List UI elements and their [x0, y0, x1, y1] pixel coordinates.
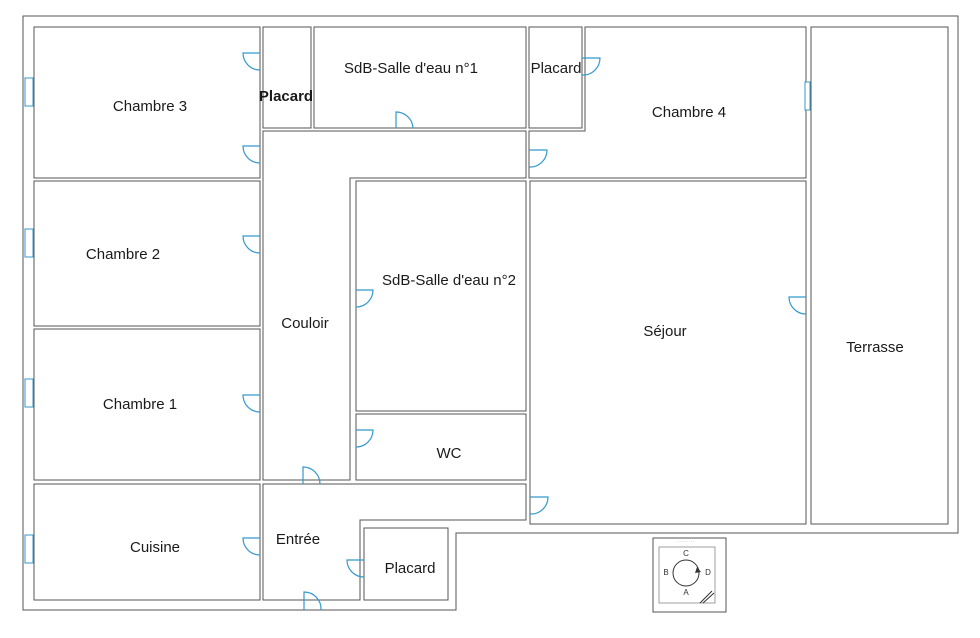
label-placard-3: Placard	[385, 560, 436, 577]
label-chambre-2: Chambre 2	[86, 246, 160, 263]
door-arc[interactable]	[788, 296, 807, 315]
window	[24, 77, 34, 107]
window	[804, 81, 811, 111]
label-entree: Entrée	[276, 531, 320, 548]
door-arc[interactable]	[302, 466, 321, 485]
door-arc[interactable]	[346, 559, 365, 578]
room-chambre-3[interactable]	[33, 26, 261, 179]
door-arc[interactable]	[581, 57, 601, 76]
compass-legend: · · · · · · · · C B D A	[652, 537, 727, 613]
label-sejour: Séjour	[643, 323, 686, 340]
room-placard-2[interactable]	[528, 26, 583, 129]
label-chambre-4: Chambre 4	[652, 104, 726, 121]
door-arc[interactable]	[242, 52, 261, 71]
door-arc[interactable]	[528, 149, 548, 168]
door-arc[interactable]	[355, 289, 374, 308]
room-placard-3[interactable]	[363, 527, 449, 601]
compass-b: B	[663, 568, 668, 577]
label-wc: WC	[437, 445, 462, 462]
room-sejour[interactable]	[529, 180, 807, 525]
door-arc[interactable]	[395, 111, 414, 129]
room-sdb-2[interactable]	[355, 180, 527, 412]
label-placard-2: Placard	[531, 60, 582, 77]
door-arc[interactable]	[303, 591, 322, 611]
label-couloir: Couloir	[281, 315, 329, 332]
label-chambre-3: Chambre 3	[113, 98, 187, 115]
room-couloir[interactable]	[262, 130, 527, 481]
door-arc[interactable]	[242, 145, 261, 164]
doors	[242, 52, 807, 611]
room-entree[interactable]	[262, 483, 527, 601]
label-terrasse: Terrasse	[846, 339, 904, 356]
door-arc[interactable]	[242, 394, 261, 413]
label-cuisine: Cuisine	[130, 539, 180, 556]
room-placard-1[interactable]	[262, 26, 312, 129]
room-cuisine[interactable]	[33, 483, 261, 601]
label-sdb-2: SdB-Salle d'eau n°2	[382, 272, 516, 289]
label-chambre-1: Chambre 1	[103, 396, 177, 413]
door-arc[interactable]	[242, 537, 261, 556]
door-arc[interactable]	[529, 496, 549, 515]
compass-d: D	[705, 568, 711, 577]
room-chambre-1[interactable]	[33, 328, 261, 481]
compass-a: A	[683, 588, 689, 597]
room-sdb-1[interactable]	[313, 26, 527, 129]
label-sdb-1: SdB-Salle d'eau n°1	[344, 60, 478, 77]
room-wc[interactable]	[355, 413, 527, 481]
compass-c: C	[683, 549, 689, 558]
window	[24, 378, 34, 408]
door-arc[interactable]	[355, 429, 374, 448]
label-placard-1: Placard	[259, 88, 313, 105]
compass-viewer-icon	[699, 590, 715, 604]
room-terrasse[interactable]	[810, 26, 949, 525]
compass-rotation-icon	[672, 559, 700, 587]
compass-tiny-top: · · · · · · · ·	[678, 540, 694, 544]
door-arc[interactable]	[242, 235, 261, 254]
window	[24, 534, 34, 564]
compass-arrow-icon	[695, 567, 701, 573]
room-chambre-2[interactable]	[33, 180, 261, 327]
window	[24, 228, 34, 258]
